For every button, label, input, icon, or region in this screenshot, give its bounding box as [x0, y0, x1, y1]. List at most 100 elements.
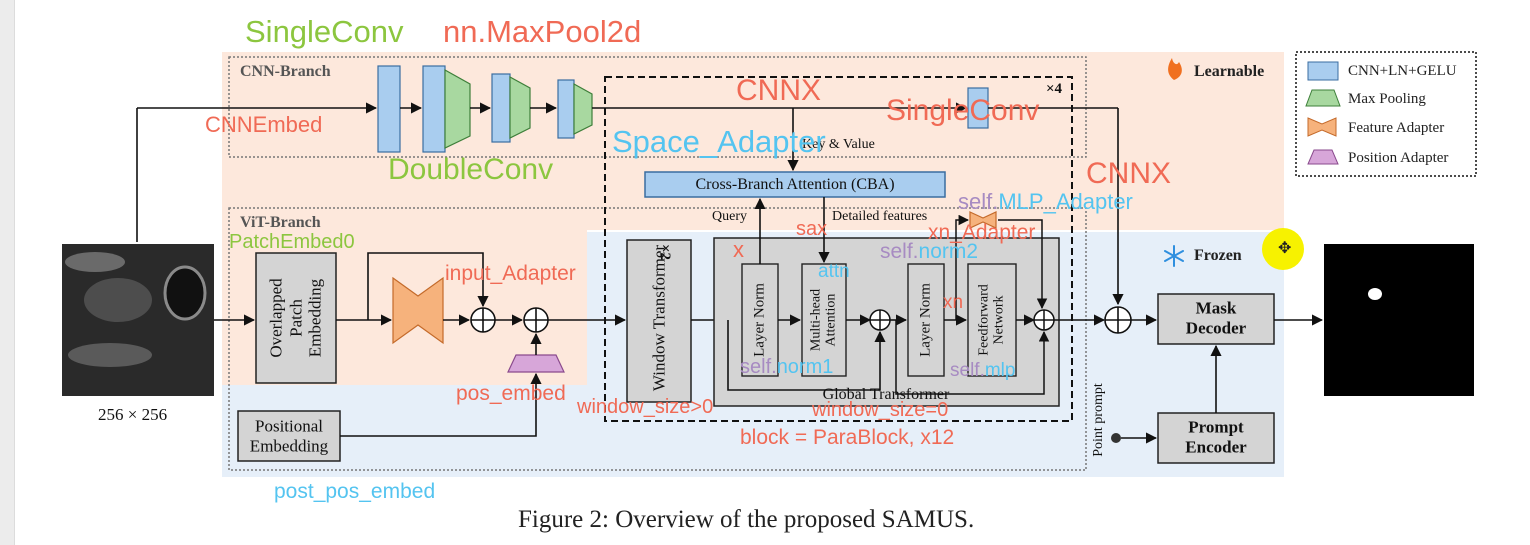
annotation-singleconv-mid: SingleConv [886, 94, 1040, 127]
detailed-features-label: Detailed features [832, 209, 928, 224]
annotation-sax: sax [796, 218, 828, 240]
output-mask-blob [1368, 288, 1382, 300]
layer-norm-1-label: Layer Norm [751, 283, 768, 357]
input-size-label: 256 × 256 [98, 405, 168, 424]
page-left-rail-border [14, 0, 15, 545]
annotation-maxpool: nn.MaxPool2d [443, 16, 641, 47]
annotation-self-norm2: self.norm2 [880, 241, 978, 262]
maxpool-2 [509, 75, 531, 139]
mha-label: Multi-head Attention [809, 289, 840, 351]
flame-icon [1168, 58, 1182, 80]
query-label: Query [712, 209, 747, 224]
mha-line-2: Attention [824, 293, 839, 347]
annotation-self-mlp-adapter-self: self. [958, 189, 999, 214]
annotation-x: x [733, 237, 744, 262]
maxpool-3 [573, 82, 593, 135]
positional-embedding-block [237, 410, 341, 462]
figure-caption: Figure 2: Overview of the proposed SAMUS… [518, 506, 975, 533]
annotation-self-mlp: self.mlp [950, 361, 1015, 380]
window-transformer-block [626, 239, 692, 403]
cnn-branch-box [228, 56, 1087, 158]
ultrasound-texture-1 [84, 278, 152, 322]
ultrasound-texture-3 [68, 343, 152, 367]
legend-purple-trapezoid-icon [1307, 149, 1339, 165]
mask-decoder-label: Mask Decoder [1186, 299, 1246, 340]
window-transformer-label: Window Transformer [649, 244, 669, 392]
positional-embedding-label: Positional Embedding [250, 416, 328, 455]
annotation-doubleconv: DoubleConv [388, 153, 554, 186]
pos-embed-line-2: Embedding [249, 436, 329, 455]
mha-block [801, 263, 847, 377]
annotation-self-mlp-self: self. [950, 360, 985, 381]
annotation-input-adapter: input_Adapter [445, 262, 576, 285]
cba-label: Cross-Branch Attention (CBA) [695, 176, 895, 193]
ultrasound-texture-4 [65, 252, 125, 272]
point-prompt-dot [1111, 433, 1121, 443]
annotation-mlp-adapter-text: MLP_Adapter [998, 189, 1133, 214]
legend-maxpool-label: Max Pooling [1348, 91, 1426, 107]
plus-op-1 [470, 307, 496, 333]
cba-block [644, 171, 946, 198]
global-transformer-label: Global Transformer [822, 386, 950, 403]
snowflake-icon [1164, 245, 1184, 267]
ffn-label: Feedforward Network [977, 284, 1008, 356]
annotation-cnnx-right: CNNX [1086, 157, 1172, 190]
input-feature-adapter [392, 276, 444, 345]
legend-cnn-label: CNN+LN+GELU [1348, 63, 1457, 79]
annotation-cnnembed: CNNEmbed [205, 112, 323, 137]
cnn-branch-label: CNN-Branch [240, 63, 331, 80]
prompt-encoder-line-1: Prompt [1188, 417, 1244, 437]
key-value-label: Key & Value [802, 137, 875, 152]
legend-feature-adapter-label: Feature Adapter [1348, 120, 1445, 136]
vit-branch-box [228, 207, 1087, 471]
annotation-cnnx-top: CNNX [736, 74, 822, 107]
annotation-window-size-gt0: window_size>0 [577, 396, 714, 418]
mlp-feature-adapter [969, 211, 997, 229]
maxpool-1 [444, 68, 471, 149]
patch-embed-label: Overlapped Patch Embedding [267, 278, 326, 357]
patch-embed-line-3: Embedding [305, 278, 325, 358]
prompt-encoder-label: Prompt Encoder [1185, 418, 1246, 459]
annotation-parablock-text: ParaBlock, x12 [812, 426, 955, 449]
mouse-pointer-icon: ✥ [1278, 240, 1292, 257]
plus-op-mha [869, 309, 891, 331]
overlapped-patch-embedding-block [255, 252, 337, 384]
annotation-norm1-text: norm1 [776, 356, 834, 378]
annotation-window-size-eq0: window_size=0 [812, 399, 949, 421]
mha-line-1: Multi-head [808, 288, 824, 352]
layer-norm-2-label: Layer Norm [917, 283, 934, 357]
cnn-block-3 [491, 73, 511, 143]
plus-op-2 [523, 307, 549, 333]
pos-embed-line-1: Positional [254, 416, 324, 436]
page-left-rail [0, 0, 14, 545]
position-adapter [507, 354, 565, 373]
prompt-encoder-block [1157, 412, 1275, 464]
legend-position-adapter-label: Position Adapter [1348, 150, 1449, 166]
plus-op-ffn [1033, 309, 1055, 331]
mouse-cursor-highlight [1262, 228, 1304, 270]
annotation-self-norm1: self.norm1 [740, 357, 833, 377]
point-prompt-label: Point prompt [1091, 383, 1106, 457]
annotation-mlp-text: mlp [984, 360, 1016, 381]
annotation-patchembed0: PatchEmbed0 [229, 231, 355, 253]
annotation-xn: xn [943, 292, 964, 313]
annotation-block-parablock: block = ParaBlock, x12 [740, 427, 954, 448]
annotation-self-mlp-adapter: self.MLP_Adapter [958, 191, 1133, 213]
patch-embed-line-1: Overlapped [266, 278, 286, 358]
annotation-attn: attn [818, 261, 850, 282]
times4-dashed-box [604, 76, 1073, 422]
prompt-encoder-line-2: Encoder [1185, 438, 1247, 457]
ultrasound-texture-2 [163, 265, 207, 321]
legend-orange-bowtie-icon [1307, 117, 1337, 137]
vit-branch-label: ViT-Branch [240, 214, 321, 231]
mask-decoder-line-1: Mask [1195, 298, 1237, 318]
frozen-label: Frozen [1194, 247, 1242, 264]
learnable-label: Learnable [1194, 63, 1265, 80]
annotation-singleconv-top: SingleConv [245, 14, 404, 49]
annotation-norm2-text: norm2 [918, 240, 979, 263]
cnn-block-4 [557, 79, 575, 139]
annotation-pos-embed: pos_embed [456, 382, 566, 405]
annotation-post-pos-embed: post_pos_embed [274, 480, 436, 503]
ffn-block [967, 263, 1017, 377]
